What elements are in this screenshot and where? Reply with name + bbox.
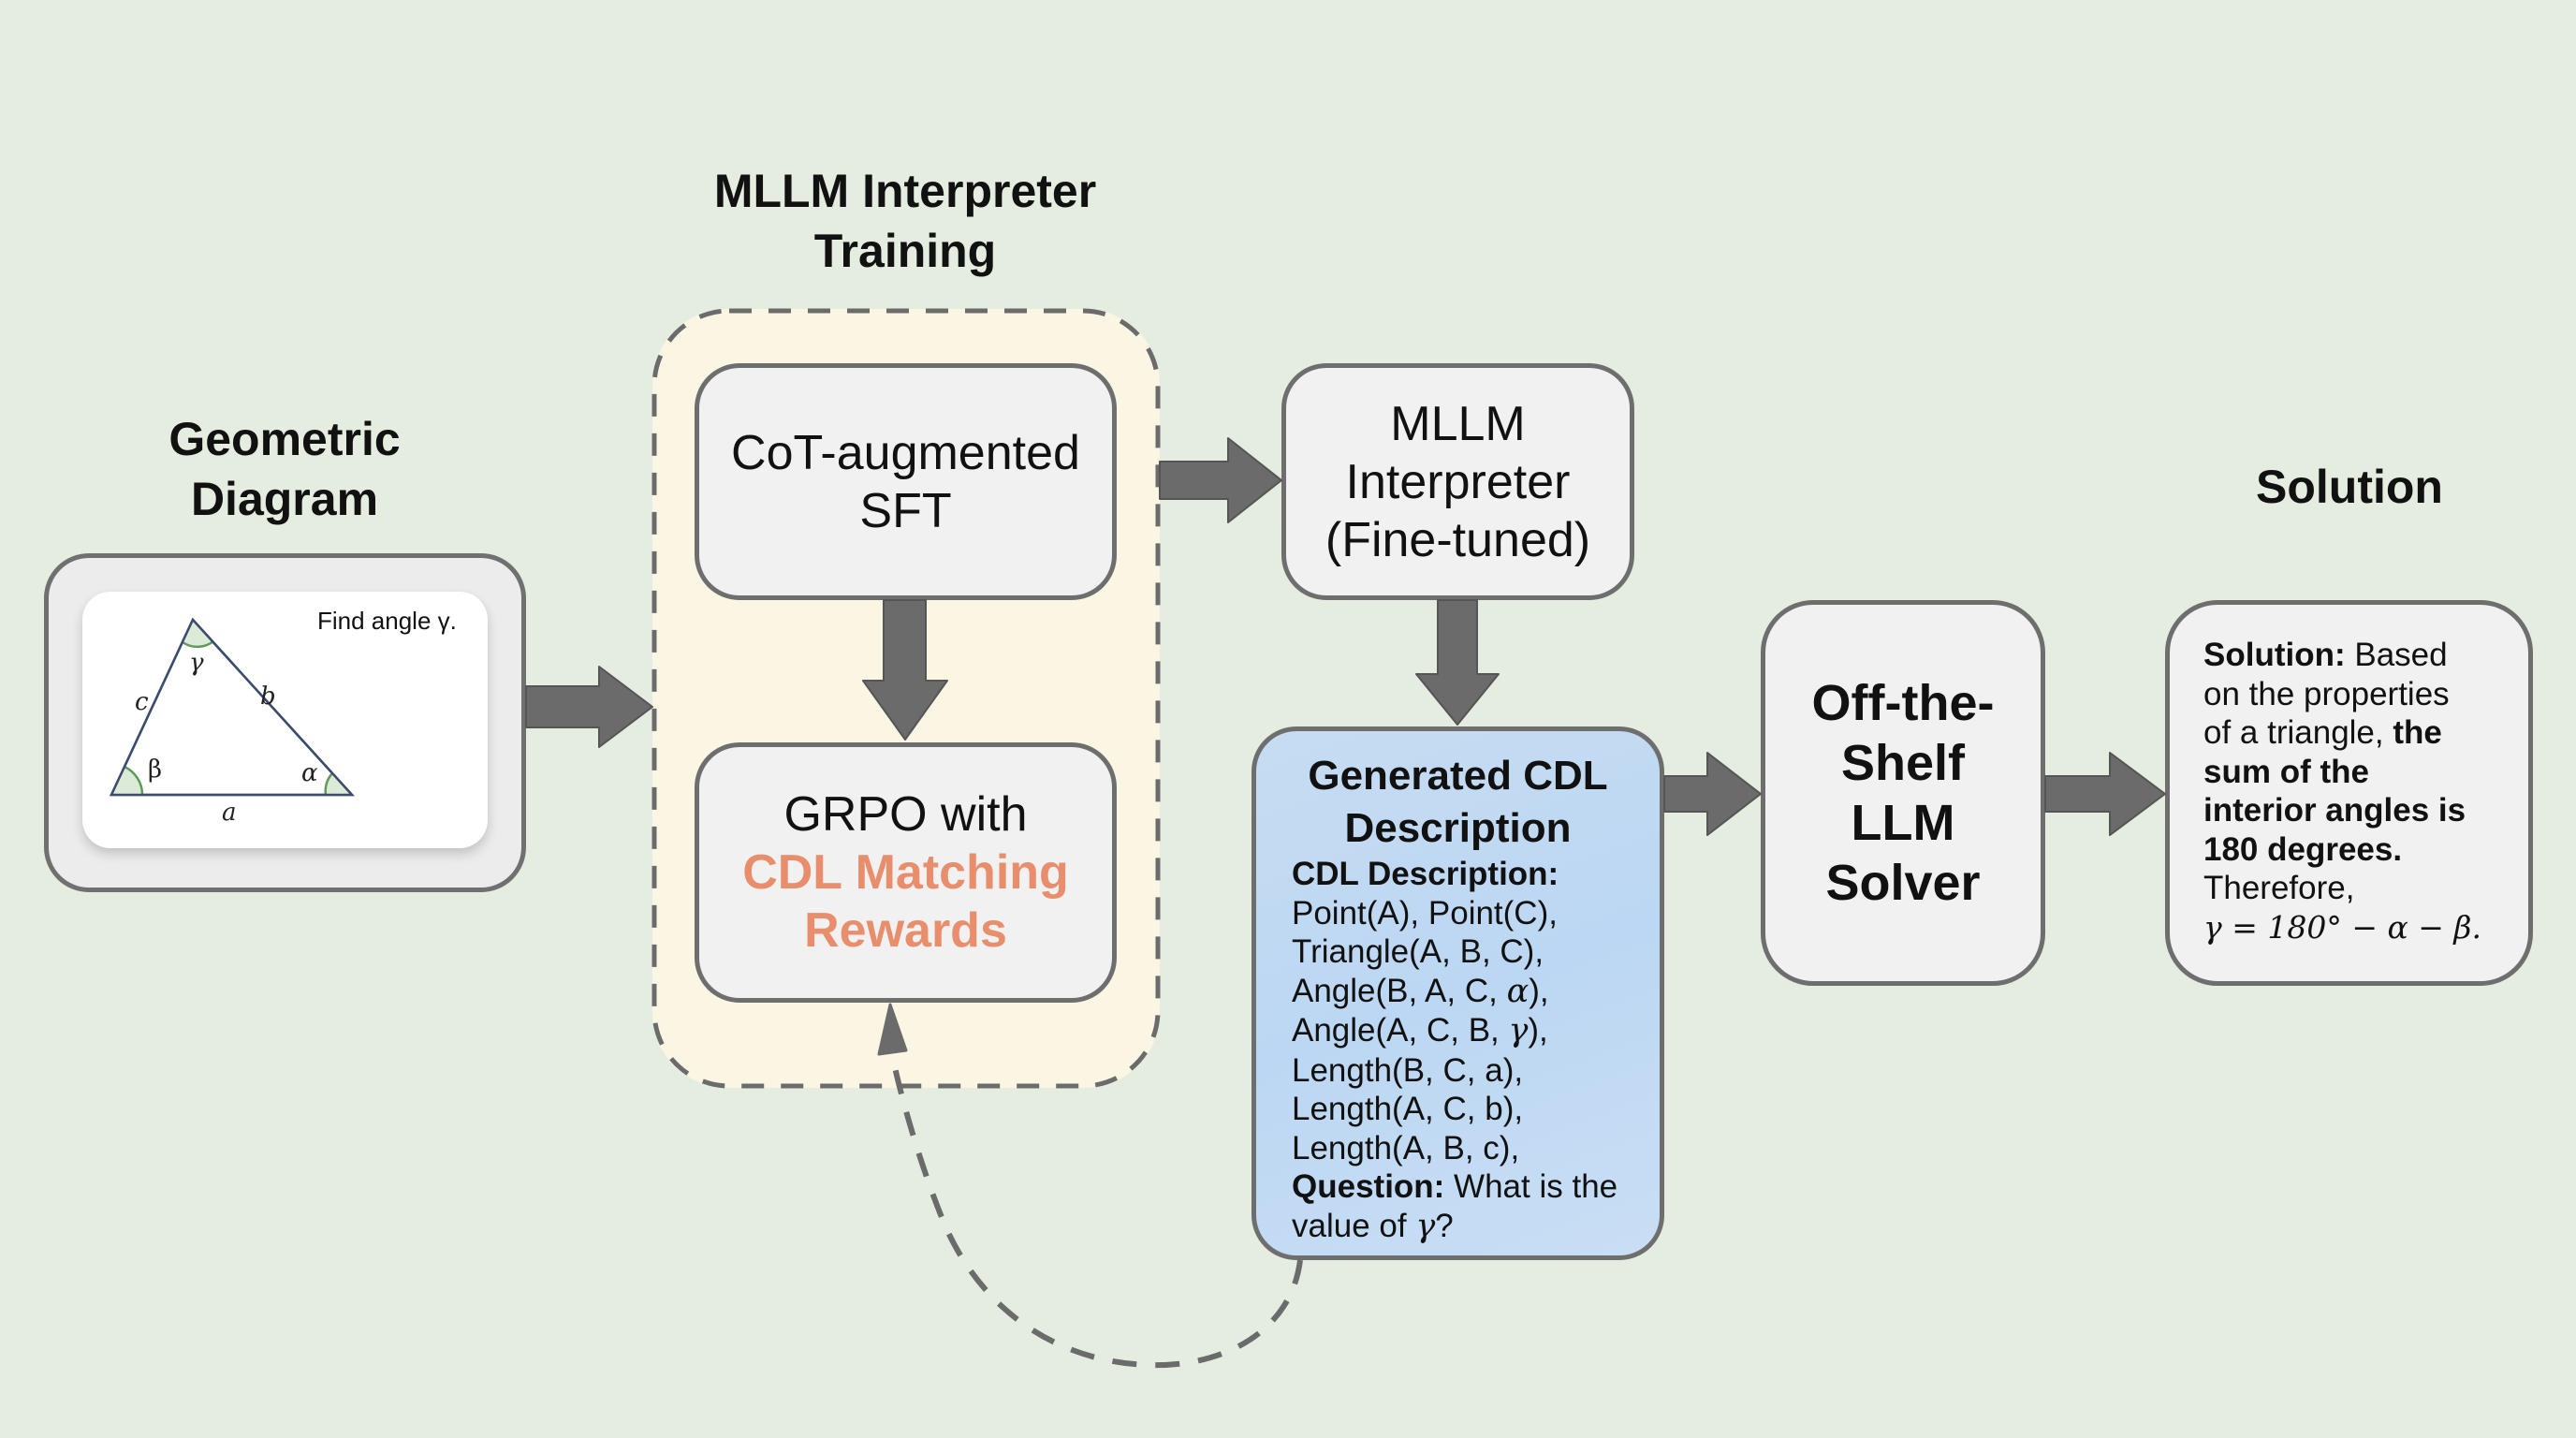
solution-line: interior angles is (2203, 792, 2466, 829)
title-line: Solution (2256, 461, 2443, 513)
question-text: value of (1292, 1207, 1416, 1244)
label-side-c: c (135, 688, 149, 716)
cdl-question-line2: value of γ? (1292, 1207, 1632, 1247)
diagram-card: γ c b β α a Find angle γ. (82, 592, 488, 848)
cdl-line-suffix: ), (1528, 1012, 1548, 1049)
training-group-border (651, 308, 1161, 1089)
solution-line: on the properties (2203, 675, 2450, 712)
cdl-line-text: Angle(B, A, C, (1292, 972, 1507, 1009)
geometric-diagram-title: Geometric Diagram (144, 409, 425, 529)
arrow-right-icon (1663, 752, 1762, 836)
solution-label: Solution: (2203, 637, 2346, 673)
solver-line: Off-the- (1811, 675, 1995, 731)
interpreter-box: MLLM Interpreter (Fine-tuned) (1281, 363, 1634, 600)
arrow-down-icon (862, 599, 948, 741)
title-line: Geometric (168, 413, 401, 465)
solution-text: of a triangle, (2203, 714, 2393, 751)
cdl-line: Angle(B, A, C, α), (1292, 972, 1632, 1012)
grpo-line: GRPO with (783, 787, 1028, 842)
grpo-box: GRPO with CDL Matching Rewards (695, 742, 1117, 1003)
angle-alpha-arc (324, 772, 333, 796)
arrow-right-icon (525, 666, 653, 748)
solution-text: Based (2345, 637, 2448, 673)
angle-alpha-fill (325, 773, 352, 795)
label-alpha: α (301, 759, 318, 787)
grpo-accent-line: Rewards (804, 903, 1007, 958)
angle-beta-fill (111, 767, 143, 795)
solution-bold-text: the (2393, 714, 2442, 751)
cdl-heading: CDL Description: (1292, 856, 1559, 892)
solver-line: LLM (1851, 795, 1955, 851)
llm-solver-box: Off-the- Shelf LLM Solver (1761, 600, 2045, 986)
title-line: MLLM Interpreter (713, 165, 1097, 217)
label-side-b: b (260, 682, 276, 711)
grpo-accent-line: CDL Matching (742, 845, 1069, 900)
training-title: MLLM Interpreter Training (671, 161, 1139, 281)
arrow-right-icon (1159, 437, 1282, 523)
interpreter-line: Interpreter (1345, 454, 1571, 509)
feedback-dashed-line (892, 1066, 1303, 1369)
title-line: Training (813, 225, 997, 277)
sft-line: SFT (859, 483, 952, 538)
cdl-question: Question: What is the (1292, 1167, 1632, 1207)
cdl-line: Length(A, C, b), (1292, 1091, 1524, 1127)
label-side-a: a (222, 799, 237, 827)
problem-text: Find angle γ. (317, 607, 457, 635)
cdl-line: Point(A), Point(C), (1292, 894, 1558, 932)
title-line: Diagram (190, 473, 379, 525)
solution-title: Solution (2209, 457, 2490, 517)
solution-formula: γ = 180° − α − β. (2203, 908, 2481, 946)
interpreter-line: MLLM (1390, 396, 1526, 451)
sft-box: CoT-augmented SFT (695, 363, 1117, 600)
solver-line: Solver (1825, 855, 1981, 911)
solution-line: sum of the (2203, 753, 2369, 790)
question-text: What is the (1444, 1168, 1618, 1205)
interpreter-line: (Fine-tuned) (1325, 512, 1591, 567)
cdl-line: Length(B, C, a), (1292, 1051, 1524, 1089)
sft-line: CoT-augmented (731, 425, 1080, 480)
angle-gamma-arc (182, 639, 214, 649)
solution-line: 180 degrees. (2203, 830, 2403, 868)
cdl-line: Length(A, B, c), (1292, 1129, 1520, 1167)
solution-line: Therefore, (2203, 870, 2355, 906)
label-gamma: γ (189, 649, 204, 677)
cdl-line-suffix: ), (1529, 972, 1549, 1009)
cdl-description-box: Generated CDL Description CDL Descriptio… (1251, 726, 1664, 1260)
angle-beta-arc (124, 765, 144, 796)
question-label: Question: (1292, 1168, 1445, 1205)
label-beta: β (148, 756, 162, 784)
gamma-symbol: γ (1508, 1012, 1529, 1049)
question-suffix: ? (1435, 1207, 1454, 1244)
gamma-symbol: γ (1415, 1207, 1436, 1245)
cdl-line: Angle(A, C, B, γ), (1292, 1011, 1632, 1051)
cdl-line-text: Angle(A, C, B, (1292, 1012, 1509, 1049)
solution-line: of a triangle, the (2203, 713, 2510, 753)
solution-line: Solution: Based (2203, 636, 2510, 675)
triangle-outline (110, 617, 355, 797)
feedback-arrowhead-icon (877, 1003, 908, 1056)
arrow-down-icon (1415, 599, 1500, 726)
solution-box: Solution: Based on the properties of a t… (2165, 600, 2533, 986)
alpha-symbol: α (1506, 972, 1530, 1010)
cdl-title-line: Generated CDL (1308, 753, 1608, 799)
triangle-figure: γ c b β α a Find angle γ. (110, 607, 457, 827)
solver-line: Shelf (1840, 735, 1966, 791)
cdl-line: Triangle(A, B, C), (1292, 933, 1544, 970)
arrow-right-icon (2044, 752, 2166, 836)
cdl-title-line: Description (1344, 805, 1572, 851)
